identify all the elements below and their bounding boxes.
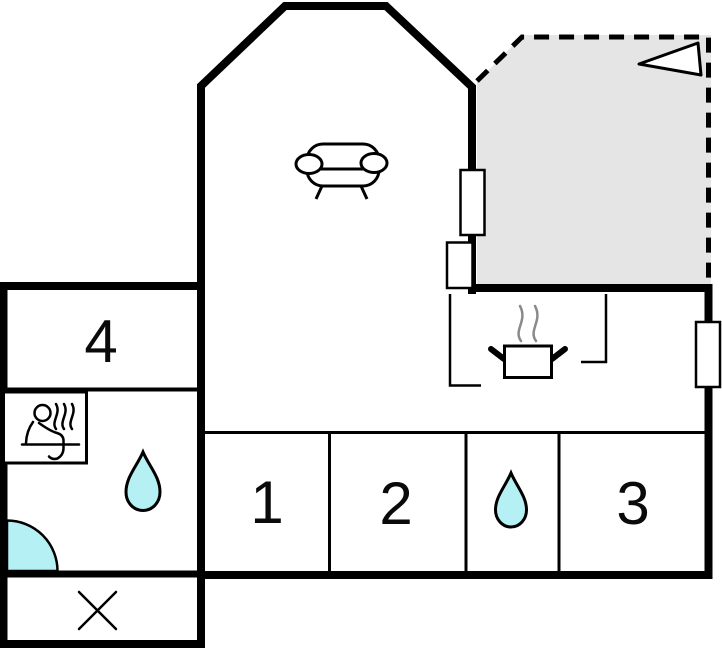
- pot-body: [503, 344, 553, 379]
- terrace-dashed-border: [475, 34, 711, 289]
- sofa-armrest-right: [359, 152, 389, 174]
- sauna-person-head: [33, 403, 52, 423]
- cross-icon: [77, 590, 118, 631]
- window-kitchen: [694, 320, 722, 389]
- sauna-steam-icon: [53, 402, 59, 431]
- room-3-label: 3: [616, 470, 649, 537]
- sofa-leg-left: [314, 185, 324, 200]
- terrace: [475, 34, 711, 291]
- kitchen: [448, 294, 608, 387]
- terrace-direction-icon: [637, 41, 703, 77]
- pot-handle-left: [488, 346, 507, 362]
- room-1-label: 1: [250, 469, 283, 536]
- room-2-label: 2: [379, 470, 412, 537]
- sauna-steam-icon: [61, 402, 67, 431]
- terrace-area: [477, 35, 711, 291]
- water-drop-icon: [124, 448, 162, 513]
- sofa-leg-right: [359, 185, 369, 200]
- windows: [445, 168, 722, 389]
- room-4-label: 4: [84, 308, 117, 375]
- sauna-person-arm: [24, 420, 35, 445]
- sauna-steam-icon: [69, 402, 75, 431]
- pot-handle-right: [549, 346, 568, 362]
- interior-walls: [2, 387, 708, 573]
- door-terrace: [445, 241, 474, 290]
- cooking-pot-icon: [488, 304, 568, 379]
- steam-icon: [517, 304, 524, 343]
- water-drop-icon: [493, 469, 529, 529]
- steam-icon: [532, 304, 539, 343]
- room-labels: 4 1 2 3: [84, 308, 649, 537]
- living-room-outline-wall: [197, 1, 476, 438]
- kitchen-counter-right: [581, 294, 608, 364]
- sauna-icon: [20, 402, 81, 461]
- sofa-armrest-left: [294, 153, 324, 175]
- window-living-room: [459, 168, 486, 237]
- door-swing-icon: [5, 519, 59, 573]
- outer-walls: [0, 1, 713, 648]
- kitchen-counter-left: [448, 294, 481, 387]
- sofa-icon: [294, 142, 389, 200]
